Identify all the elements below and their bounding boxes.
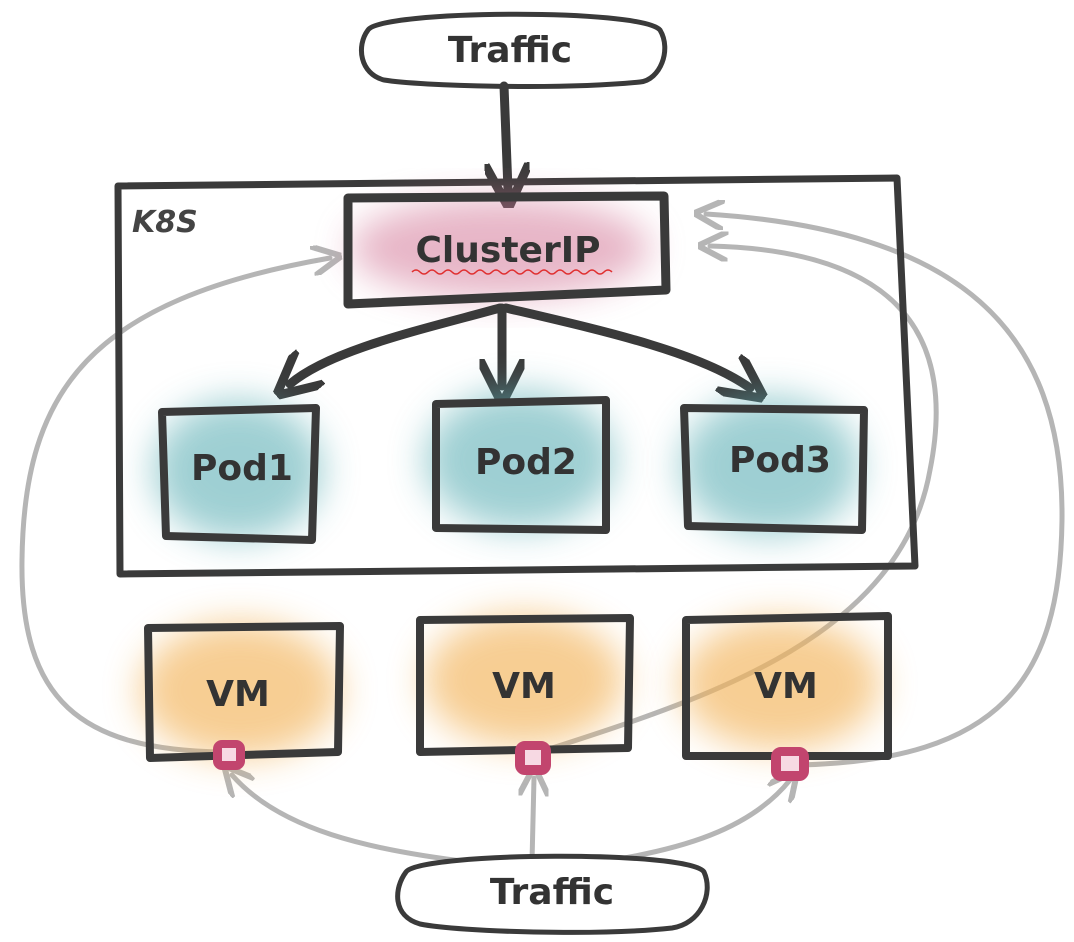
pod2-node: Pod2 (425, 390, 615, 534)
vm1-label: VM (206, 674, 270, 715)
k8s-label: K8S (132, 205, 198, 240)
pod2-label: Pod2 (475, 442, 577, 483)
arrow-clusterip-to-pod1 (290, 303, 505, 384)
arrow-traffic-to-clusterip (504, 81, 508, 190)
vm2-node: VM (416, 614, 634, 775)
vm3-label: VM (754, 666, 818, 707)
connector-traffic-to-vm3 (597, 780, 790, 865)
connector-vm1-to-clusterip (19, 258, 330, 755)
pod3-label: Pod3 (729, 440, 831, 481)
pod1-node: Pod1 (153, 400, 323, 544)
connector-vm3-to-clusterip (706, 214, 1065, 768)
traffic-bottom-label: Traffic (490, 872, 614, 913)
traffic-top-node: Traffic (358, 11, 668, 89)
pod1-label: Pod1 (191, 448, 293, 489)
clusterip-spellcheck-underline (411, 269, 613, 275)
connector-traffic-to-vm2 (532, 778, 534, 865)
traffic-to-vm-connectors (232, 775, 790, 865)
pod3-node: Pod3 (680, 396, 868, 536)
vm2-label: VM (492, 666, 556, 707)
clusterip-to-pods-arrows (290, 303, 750, 388)
connector-traffic-to-vm1 (232, 775, 473, 865)
arrow-clusterip-to-pod3 (501, 303, 750, 388)
vm1-node: VM (140, 622, 344, 770)
traffic-top-label: Traffic (448, 30, 572, 71)
clusterip-label: ClusterIP (416, 230, 601, 271)
k8s-cluster-box: K8S (114, 174, 919, 578)
traffic-bottom-node: Traffic (395, 853, 710, 935)
vm3-node: VM (680, 612, 892, 781)
clusterip-node: ClusterIP (343, 191, 671, 309)
